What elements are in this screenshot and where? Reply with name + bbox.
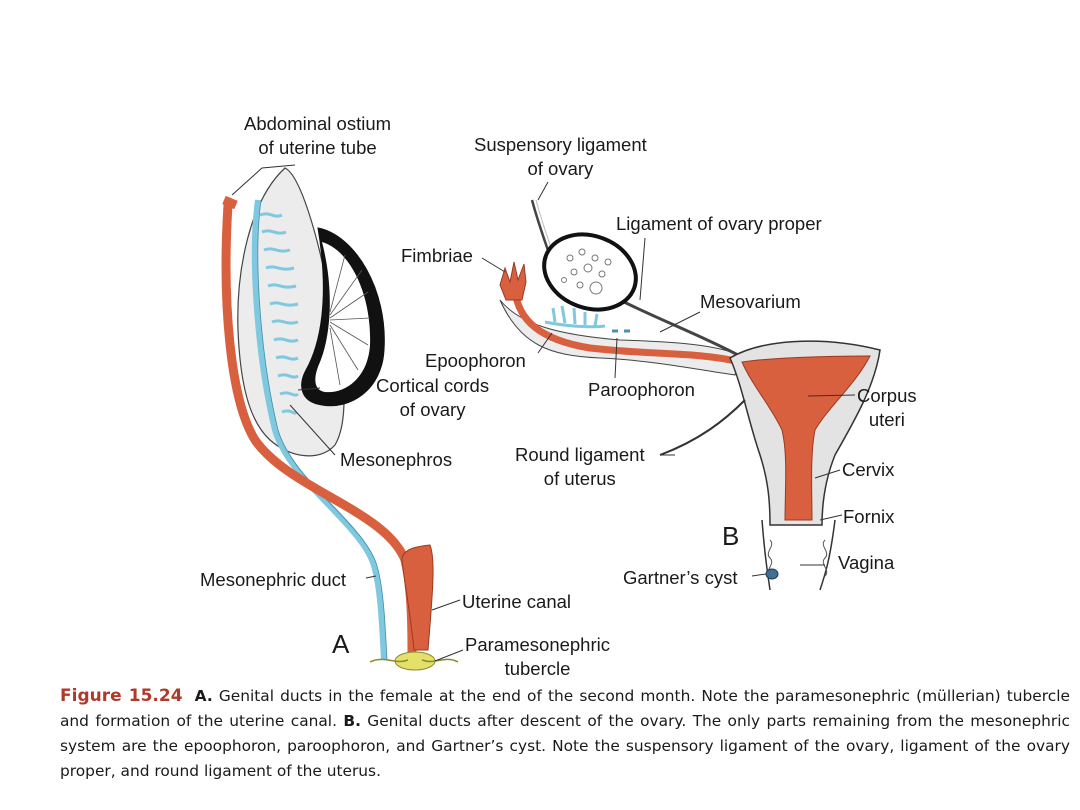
label-epoophoron: Epoophoron — [425, 350, 526, 371]
uterine-canal — [401, 544, 434, 651]
label-cortical-cords: Cortical cords of ovary — [376, 374, 489, 422]
caption-b-text: Genital ducts after descent of the ovary… — [60, 712, 1070, 780]
figure-caption: Figure 15.24 A. Genital ducts in the fem… — [60, 684, 1070, 784]
epoophoron-shape — [544, 305, 606, 329]
label-suspensory-line1: Suspensory ligament — [474, 134, 647, 155]
caption-a-marker: A. — [194, 687, 213, 705]
label-paramesonephric-line1: Paramesonephric — [465, 634, 610, 655]
label-mesovarium: Mesovarium — [700, 291, 801, 312]
label-corpus-line2: uteri — [868, 409, 905, 430]
label-round-ligament-line2: of uterus — [543, 468, 616, 489]
label-panel-b: B — [722, 521, 740, 551]
label-fimbriae: Fimbriae — [401, 245, 473, 266]
gartners-cyst-shape — [765, 568, 779, 580]
label-abdominal-ostium: Abdominal ostium of uterine tube — [244, 112, 391, 160]
panel-a-diagram — [221, 164, 464, 671]
genital-ducts-figure — [221, 164, 881, 671]
label-suspensory-ligament: Suspensory ligament of ovary — [474, 133, 647, 181]
label-cervix: Cervix — [842, 459, 895, 480]
label-suspensory-line2: of ovary — [527, 158, 594, 179]
label-mesonephric-duct: Mesonephric duct — [200, 569, 347, 590]
uterine-cavity — [741, 355, 871, 521]
label-corpus-line1: Corpus — [857, 385, 917, 406]
label-cortical-cords-line1: Cortical cords — [376, 375, 490, 396]
label-abdominal-ostium-line2: of uterine tube — [258, 137, 377, 158]
caption-b-marker: B. — [343, 712, 361, 730]
label-corpus-uteri: Corpus uteri — [857, 384, 917, 432]
label-paramesonephric-line2: tubercle — [504, 658, 571, 679]
uterine-tube-b — [511, 289, 741, 366]
label-cortical-cords-line2: of ovary — [399, 399, 466, 420]
label-round-ligament-line1: Round ligament — [515, 444, 645, 465]
label-gartners-cyst: Gartner’s cyst — [623, 567, 738, 588]
label-panel-a: A — [332, 629, 350, 659]
label-vagina: Vagina — [838, 552, 895, 573]
label-round-ligament: Round ligament of uterus — [515, 443, 645, 491]
panel-b-diagram — [481, 181, 881, 591]
fimbriae-shape — [499, 261, 527, 301]
label-ligament-ovary-proper: Ligament of ovary proper — [616, 213, 822, 234]
mesonephric-tubules — [259, 212, 300, 415]
label-paramesonephric-tubercle: Paramesonephric tubercle — [465, 633, 610, 681]
label-uterine-canal: Uterine canal — [462, 591, 572, 612]
vagina-shape — [761, 519, 836, 591]
label-paroophoron: Paroophoron — [588, 379, 695, 400]
label-fornix: Fornix — [843, 506, 895, 527]
panel-a-leaders — [231, 164, 464, 662]
caption-figure-id: Figure 15.24 — [60, 686, 183, 706]
panel-b-leaders — [481, 181, 856, 577]
ovary-cortical-cords — [301, 227, 385, 407]
label-abdominal-ostium-line1: Abdominal ostium — [244, 113, 392, 134]
label-mesonephros: Mesonephros — [340, 449, 453, 470]
caption-a-text: Genital ducts in the female at the end o… — [60, 687, 1070, 730]
